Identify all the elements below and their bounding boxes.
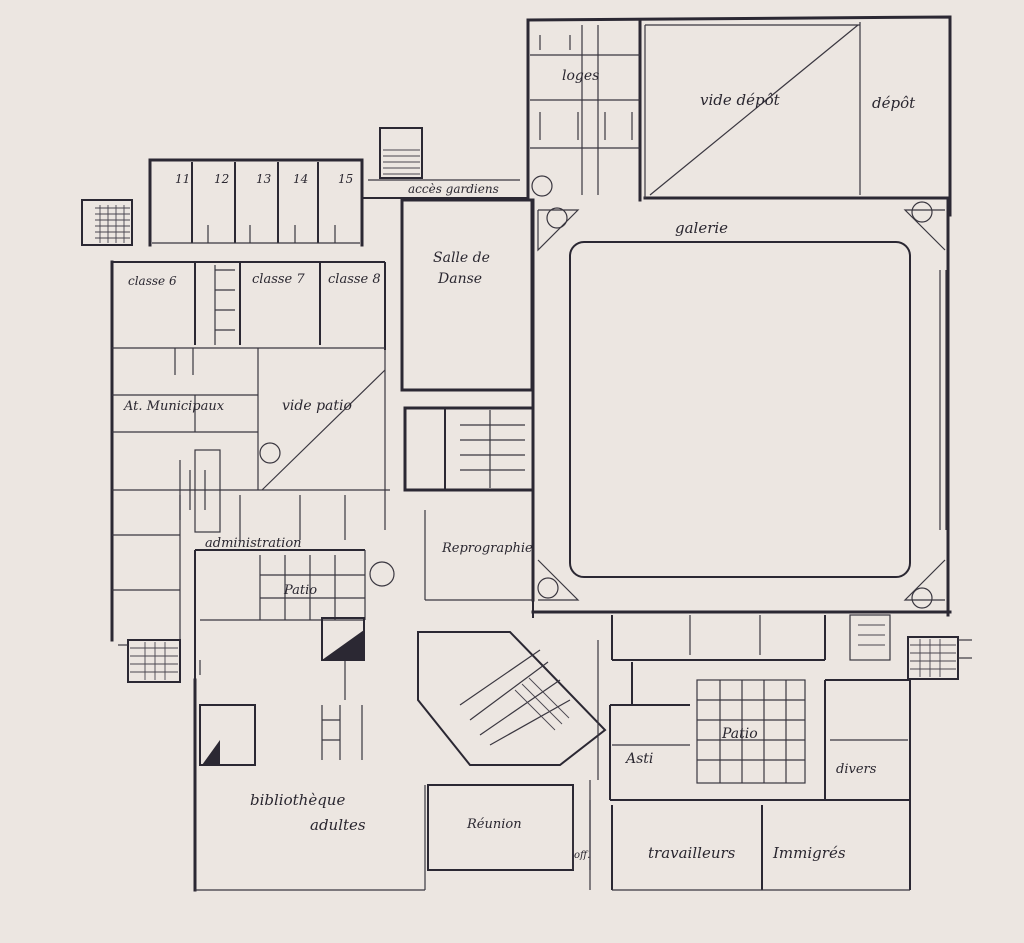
room-depot: dépôt [872,94,916,112]
room-salle-danse-2: Danse [437,271,482,287]
room-bibliotheque-1: bibliothèque [250,791,345,809]
room-11: 11 [175,172,190,186]
room-divers: divers [836,762,877,777]
room-bibliotheque-2: adultes [310,816,366,834]
room-immigres: Immigrés [772,844,846,862]
room-classe-7: classe 7 [252,272,305,287]
room-ateliers: At. Municipaux [123,399,225,414]
room-loges: loges [562,68,599,84]
label-galerie: galerie [675,219,728,237]
room-15: 15 [338,172,353,186]
room-off: off. [574,850,590,861]
room-reprographie: Reprographie [441,541,533,556]
room-12: 12 [214,172,229,186]
room-13: 13 [256,172,272,186]
room-patio-1: Patio [283,583,317,598]
room-14: 14 [293,172,308,186]
room-travailleurs: travailleurs [648,844,736,862]
room-reunion: Réunion [466,817,522,832]
label-acces-gardiens: accès gardiens [408,182,499,196]
room-asti: Asti [624,751,653,767]
stairs [95,149,956,731]
room-labels: 11 12 13 14 15 loges vide dépôt dépôt ac… [123,68,916,862]
walls [81,15,972,892]
void-diagonal [649,24,859,196]
room-patio-2: Patio [721,726,758,742]
room-vide-depot: vide dépôt [700,91,781,109]
room-salle-danse-1: Salle de [433,250,490,266]
room-classe-6: classe 6 [128,274,177,288]
label-administration: administration [205,536,302,551]
room-classe-8: classe 8 [328,272,381,287]
room-vide-patio: vide patio [282,398,352,414]
galerie-courtyard [531,175,947,609]
